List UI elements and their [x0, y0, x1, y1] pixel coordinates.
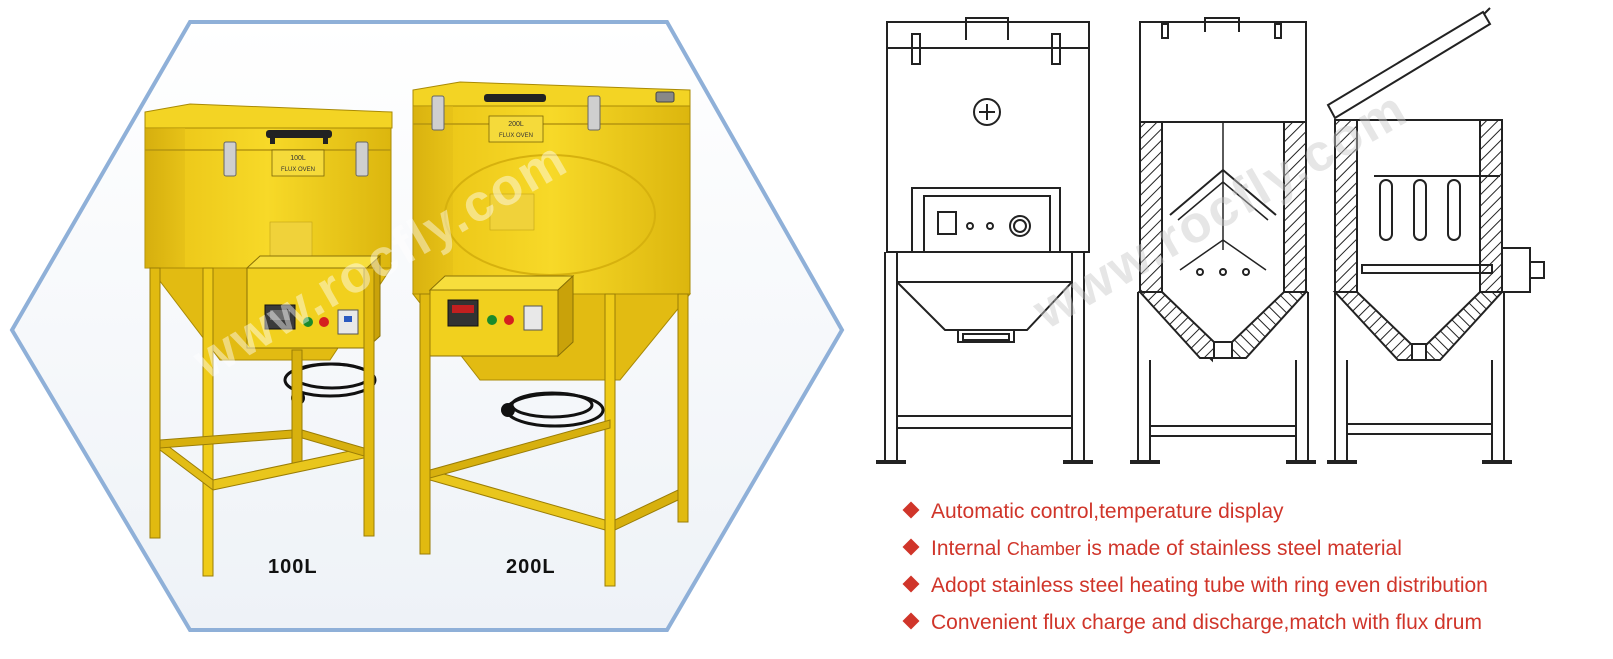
pressure-gauge-icon [973, 98, 1001, 126]
diamond-bullet-icon [902, 612, 920, 630]
feature-item: Adopt stainless steel heating tube with … [902, 571, 1488, 608]
handle-icon [266, 130, 332, 144]
diamond-bullet-icon [902, 501, 920, 519]
oven-100l: 100L FLUX OVEN [144, 103, 393, 577]
feature-item: Convenient flux charge and discharge,mat… [902, 608, 1488, 645]
svg-text:100L: 100L [290, 155, 306, 162]
diamond-bullet-icon [902, 575, 920, 593]
feature-item: Automatic control,temperature display [902, 497, 1488, 534]
svg-text:FLUX OVEN: FLUX OVEN [281, 167, 315, 173]
label-200l: 200L [506, 556, 556, 578]
latch-icon [431, 91, 675, 131]
label-100l: 100L [268, 556, 318, 578]
svg-text:FLUX OVEN: FLUX OVEN [499, 133, 533, 139]
drawing-front-view [876, 17, 1093, 464]
drawing-open-lid-view [1326, 7, 1545, 464]
drawing-section-view [1130, 17, 1316, 464]
feature-list: Automatic control,temperature display In… [902, 497, 1488, 645]
handle-icon [484, 94, 546, 102]
oven-200l: 200L FLUX OVEN [411, 81, 692, 587]
svg-text:200L: 200L [508, 121, 524, 128]
diamond-bullet-icon [902, 538, 920, 556]
feature-item: Internal Chamber is made of stainless st… [902, 534, 1488, 571]
latch-icon [223, 141, 369, 177]
